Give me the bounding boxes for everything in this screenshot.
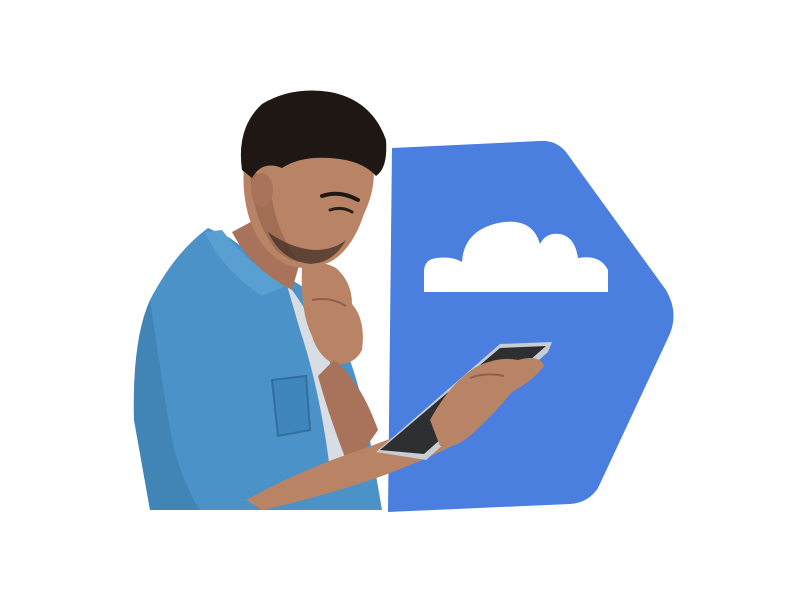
hand-holding-tablet [430, 358, 544, 447]
eyebrow [320, 191, 360, 202]
hair [240, 90, 387, 178]
beard [268, 232, 346, 264]
shirt-pocket [270, 374, 312, 438]
shirt [133, 228, 382, 510]
shirt-shadow [133, 300, 200, 510]
finger-shadow [311, 297, 347, 307]
raised-forearm [318, 360, 378, 470]
neck [232, 216, 300, 290]
eye [328, 206, 354, 214]
shirt-collar [205, 230, 286, 296]
blue-hexagon-shape [388, 140, 674, 512]
ear [251, 173, 273, 207]
hand-at-chin [301, 263, 363, 365]
man-with-tablet-icon [133, 90, 552, 510]
cloud-icon [424, 221, 608, 292]
thumb-shadow [469, 373, 505, 379]
